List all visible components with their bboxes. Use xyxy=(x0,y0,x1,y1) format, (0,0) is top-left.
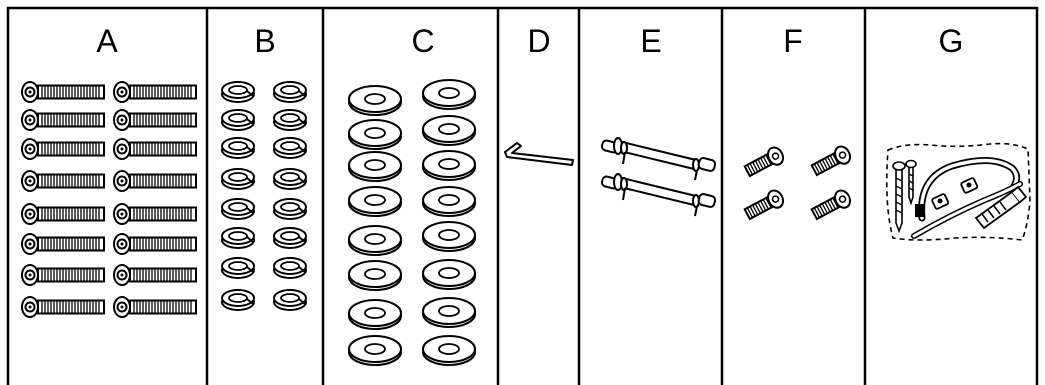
lock-washer-icon xyxy=(273,168,307,190)
flat-washer-icon xyxy=(422,150,476,181)
spacer-bar-group xyxy=(600,137,717,217)
bolt-icon xyxy=(21,296,105,318)
panel-label-f: F xyxy=(783,23,803,59)
bolt-a-group xyxy=(21,81,197,318)
lock-washer-icon xyxy=(221,109,255,131)
bolt-icon xyxy=(21,264,105,286)
flat-washer-icon xyxy=(422,115,476,146)
frame xyxy=(6,6,1039,385)
bolt-icon xyxy=(21,109,105,131)
bolt-icon xyxy=(113,264,197,286)
panel-label-b: B xyxy=(254,23,275,59)
panel-label-e: E xyxy=(640,23,661,59)
flat-washer-group xyxy=(348,79,476,366)
lock-washer-icon xyxy=(273,257,307,279)
bolt-icon xyxy=(21,203,105,225)
panel-label-g: G xyxy=(939,23,964,59)
lock-washer-icon xyxy=(273,109,307,131)
flat-washer-icon xyxy=(422,335,476,366)
lock-washer-icon xyxy=(273,227,307,249)
short-bolt-group xyxy=(742,142,854,224)
flat-washer-icon xyxy=(422,186,476,217)
lock-washer-icon xyxy=(273,198,307,220)
bolt-icon xyxy=(113,233,197,255)
lock-washer-icon xyxy=(221,168,255,190)
flat-washer-icon xyxy=(348,85,402,116)
panel-label-d: D xyxy=(527,23,550,59)
short-bolt-icon xyxy=(742,186,787,224)
flat-washer-icon xyxy=(348,119,402,150)
short-bolt-icon xyxy=(742,143,787,181)
bolt-icon xyxy=(113,170,197,192)
flat-washer-icon xyxy=(422,221,476,252)
short-bolt-icon xyxy=(809,186,854,224)
bolt-icon xyxy=(113,203,197,225)
flat-washer-icon xyxy=(348,151,402,182)
lock-washer-group xyxy=(221,81,307,311)
allen-key-icon xyxy=(504,142,574,166)
short-bolt-icon xyxy=(809,142,854,180)
flat-washer-icon xyxy=(348,225,402,256)
bolt-icon xyxy=(113,81,197,103)
lock-washer-icon xyxy=(221,81,255,103)
lock-washer-icon xyxy=(221,289,255,311)
lock-washer-icon xyxy=(273,81,307,103)
panel-label-c: C xyxy=(411,23,434,59)
bolt-icon xyxy=(113,296,197,318)
lock-washer-icon xyxy=(221,227,255,249)
bolt-icon xyxy=(21,81,105,103)
flat-washer-icon xyxy=(348,260,402,291)
flat-washer-icon xyxy=(422,297,476,328)
accessory-kit-icon xyxy=(885,142,1031,241)
flat-washer-icon xyxy=(422,79,476,110)
bolt-icon xyxy=(113,109,197,131)
lock-washer-icon xyxy=(221,257,255,279)
flat-washer-icon xyxy=(348,335,402,366)
flat-washer-icon xyxy=(422,259,476,290)
lock-washer-icon xyxy=(273,137,307,159)
flat-washer-icon xyxy=(348,186,402,217)
lock-washer-icon xyxy=(221,137,255,159)
bolt-icon xyxy=(21,233,105,255)
panel-label-a: A xyxy=(96,23,118,59)
bolt-icon xyxy=(21,138,105,160)
spacer-bar-icon xyxy=(600,173,717,217)
lock-washer-icon xyxy=(273,289,307,311)
flat-washer-icon xyxy=(348,299,402,330)
lock-washer-icon xyxy=(221,198,255,220)
bolt-icon xyxy=(21,170,105,192)
bolt-icon xyxy=(113,138,197,160)
